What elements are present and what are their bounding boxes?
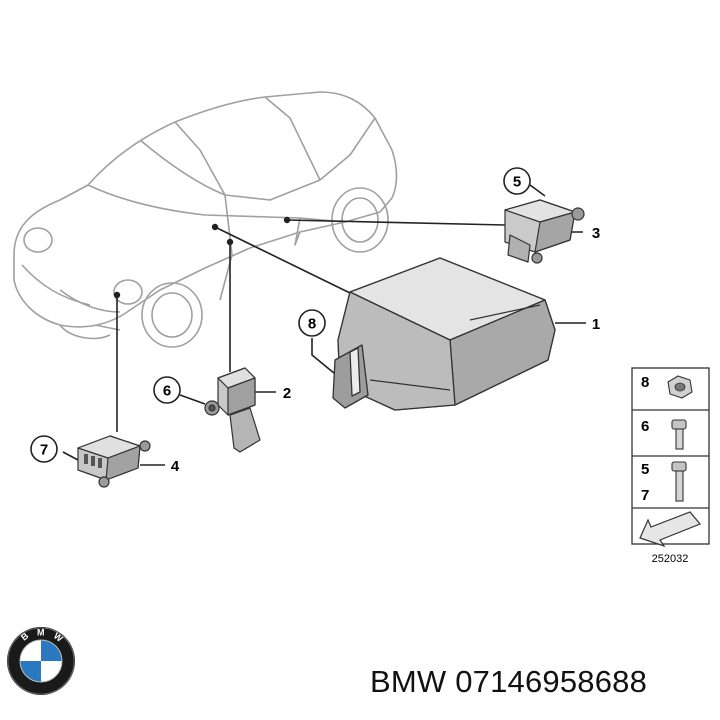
leader-lines	[62, 184, 586, 466]
callout-5: 5	[503, 167, 531, 195]
flange-nut-icon	[667, 375, 693, 399]
diagram-reference-number: 252032	[652, 553, 689, 565]
car-outline	[13, 91, 398, 348]
callout-2-label: 2	[283, 385, 291, 402]
brand-logo-icon: B M W	[7, 627, 75, 695]
callout-7-label: 7	[40, 442, 48, 459]
legend-row-6-label: 6	[641, 418, 649, 435]
direction-arrow-icon	[639, 511, 701, 548]
caption-brand: BMW	[370, 664, 447, 699]
callout-1-label: 1	[592, 316, 600, 333]
callout-8-label: 8	[308, 316, 316, 333]
callout-3-label: 3	[592, 225, 600, 242]
callout-7: 7	[30, 435, 58, 463]
short-bolt-icon	[671, 419, 687, 450]
svg-text:M: M	[37, 628, 45, 638]
control-unit-part	[332, 257, 556, 411]
legend-row-7-label: 7	[641, 487, 649, 504]
svg-text:B: B	[19, 630, 31, 642]
legend-row-8-label: 8	[641, 374, 649, 391]
callout-4-label: 4	[171, 458, 180, 475]
callout-8: 8	[298, 309, 326, 337]
legend-row-5-label: 5	[641, 461, 649, 478]
long-bolt-icon	[671, 461, 687, 502]
sensor-part-3	[504, 199, 585, 264]
sensor-part-4	[77, 435, 151, 488]
callout-6-label: 6	[163, 383, 171, 400]
caption-part-number: 07146958688	[455, 664, 648, 699]
sensor-part-2	[204, 367, 261, 453]
fastener-legend-panel: 8 6 5 7	[631, 367, 710, 548]
part-caption: BMW 07146958688	[370, 664, 647, 700]
callout-6: 6	[153, 376, 181, 404]
callout-5-label: 5	[513, 174, 521, 191]
